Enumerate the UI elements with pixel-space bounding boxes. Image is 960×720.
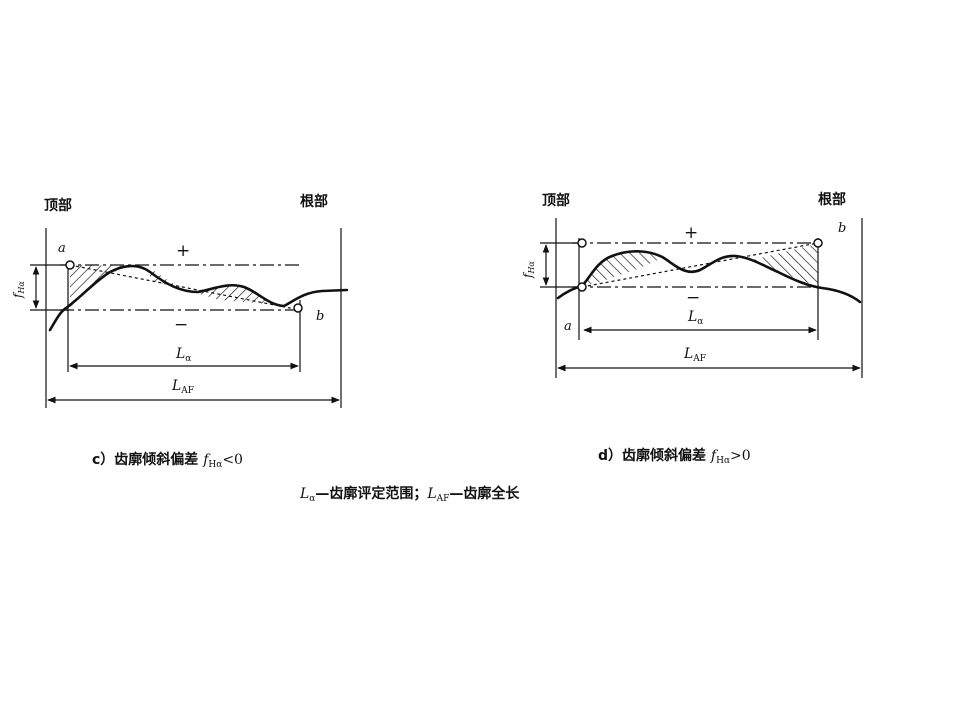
point-b-marker-d xyxy=(813,238,823,248)
f-halpha-label-c: fHα xyxy=(11,281,26,299)
root-label-c: 根部 xyxy=(300,193,328,210)
plus-sign-c: + xyxy=(176,241,190,261)
f-halpha-label-d: fHα xyxy=(521,261,536,279)
plus-sign-d: + xyxy=(684,223,698,243)
caption-c: c）齿廓倾斜偏差 fHα<0 xyxy=(92,451,243,470)
hatch-area-d-right xyxy=(745,244,818,285)
point-b-marker-c xyxy=(293,303,303,313)
caption-d: d）齿廓倾斜偏差 fHα>0 xyxy=(598,447,751,466)
hatch-area-c-right xyxy=(150,268,280,305)
point-b-label-c: b xyxy=(316,309,324,324)
hatch-area-d-left xyxy=(582,251,662,286)
root-label-d: 根部 xyxy=(818,191,846,208)
top-marker-d xyxy=(577,238,587,248)
point-a-marker-c xyxy=(65,260,75,270)
actual-profile-curve-d xyxy=(556,250,862,304)
l-af-label-d: LAF xyxy=(683,346,706,364)
hatch-area-c-left xyxy=(70,265,136,307)
top-label-c: 顶部 xyxy=(44,197,72,214)
point-b-label-d: b xyxy=(838,221,846,236)
design-slope-line-d xyxy=(581,242,819,288)
point-a-label-c: a xyxy=(58,241,66,256)
minus-sign-c: − xyxy=(174,315,188,335)
point-a-label-d: a xyxy=(564,319,572,334)
l-af-label-c: LAF xyxy=(171,378,194,396)
top-label-d: 顶部 xyxy=(542,192,570,209)
l-alpha-label-d: Lα xyxy=(687,309,703,327)
point-a-marker-d xyxy=(577,282,587,292)
diagram-d: 顶部 根部 fHα a b + − Lα LAF xyxy=(521,191,863,378)
actual-profile-curve-c xyxy=(48,264,349,332)
l-alpha-label-c: Lα xyxy=(175,346,191,364)
legend-caption: Lα—齿廓评定范围；LAF—齿廓全长 xyxy=(299,485,520,504)
diagram-c: 顶部 根部 fHα a b + − Lα LAF xyxy=(11,193,349,408)
minus-sign-d: − xyxy=(686,288,700,308)
